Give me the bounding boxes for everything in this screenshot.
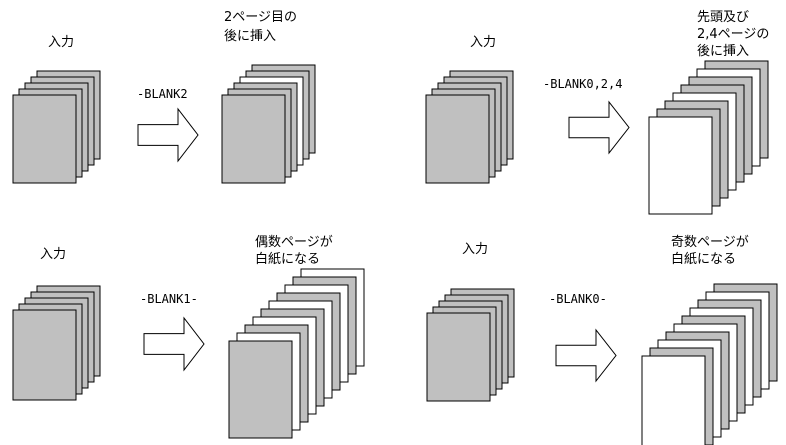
- result-label-line: 後に挿入: [224, 29, 276, 44]
- output-page-1: [228, 340, 293, 439]
- output-page-1: [221, 94, 286, 184]
- result-label-line: 奇数ページが: [671, 234, 749, 250]
- input-label: 入力: [40, 247, 66, 262]
- input-page-1: [12, 309, 77, 401]
- option-label: -BLANK0-: [549, 292, 607, 306]
- result-label-line: 先頭及び: [697, 10, 749, 25]
- right-arrow-icon: [555, 328, 617, 383]
- input-page-1: [425, 94, 490, 184]
- right-arrow-icon: [143, 316, 205, 372]
- result-label-line: 後に挿入: [697, 44, 749, 59]
- output-page-1: [641, 355, 706, 445]
- option-label: -BLANK0,2,4: [543, 77, 622, 91]
- result-label-line: 2ページ目の: [224, 10, 297, 25]
- output-page-1: [648, 116, 713, 215]
- result-label-line: 白紙になる: [255, 251, 320, 267]
- result-label-line: 白紙になる: [671, 251, 736, 267]
- input-label: 入力: [470, 35, 496, 50]
- input-page-1: [426, 312, 491, 402]
- option-label: -BLANK1-: [140, 292, 198, 306]
- right-arrow-icon: [568, 100, 630, 155]
- result-label-line: 2,4ページの: [697, 27, 769, 42]
- input-label: 入力: [462, 242, 488, 257]
- option-label: -BLANK2: [137, 87, 188, 101]
- input-label: 入力: [48, 35, 74, 50]
- right-arrow-icon: [137, 107, 199, 163]
- input-page-1: [12, 94, 77, 184]
- result-label-line: 偶数ページが: [255, 235, 333, 250]
